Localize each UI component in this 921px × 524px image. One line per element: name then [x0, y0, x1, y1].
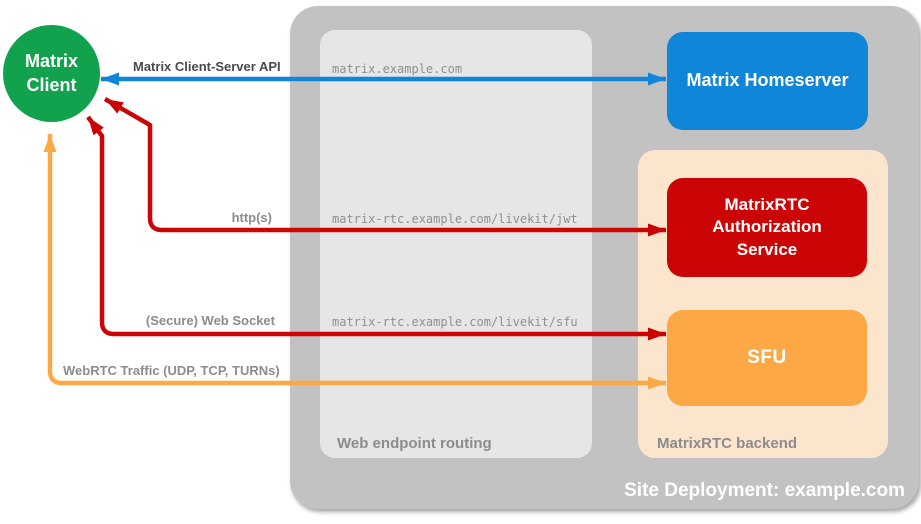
homeserver-endpoint-url: matrix.example.com	[332, 62, 463, 76]
client-server-api-arrow-label: Matrix Client-Server API	[133, 59, 281, 74]
jwt-endpoint-url: matrix-rtc.example.com/livekit/jwt	[332, 212, 578, 226]
matrix-homeserver-label: Matrix Homeserver	[686, 70, 849, 91]
matrix-client-label: Matrix Client	[24, 51, 78, 95]
matrix-homeserver-node: Matrix Homeserver	[667, 32, 868, 130]
http-arrow-label: http(s)	[231, 210, 272, 225]
matrixrtc-backend-label: MatrixRTC backend	[657, 435, 798, 452]
web-endpoint-routing-box	[320, 30, 592, 458]
websocket-arrow-label: (Secure) Web Socket	[145, 313, 275, 328]
matrixrtc-auth-service-label: MatrixRTC Authorization Service	[712, 195, 822, 259]
web-endpoint-routing-label: Web endpoint routing	[337, 435, 492, 452]
matrix-client-node: Matrix Client	[3, 25, 100, 122]
sfu-label: SFU	[747, 346, 787, 368]
sfu-endpoint-url: matrix-rtc.example.com/livekit/sfu	[332, 315, 578, 329]
site-deployment-label: Site Deployment: example.com	[624, 480, 905, 501]
sfu-node: SFU	[667, 310, 867, 406]
webrtc-arrow-label: WebRTC Traffic (UDP, TCP, TURNs)	[63, 363, 280, 378]
matrixrtc-auth-service-node: MatrixRTC Authorization Service	[667, 178, 867, 277]
